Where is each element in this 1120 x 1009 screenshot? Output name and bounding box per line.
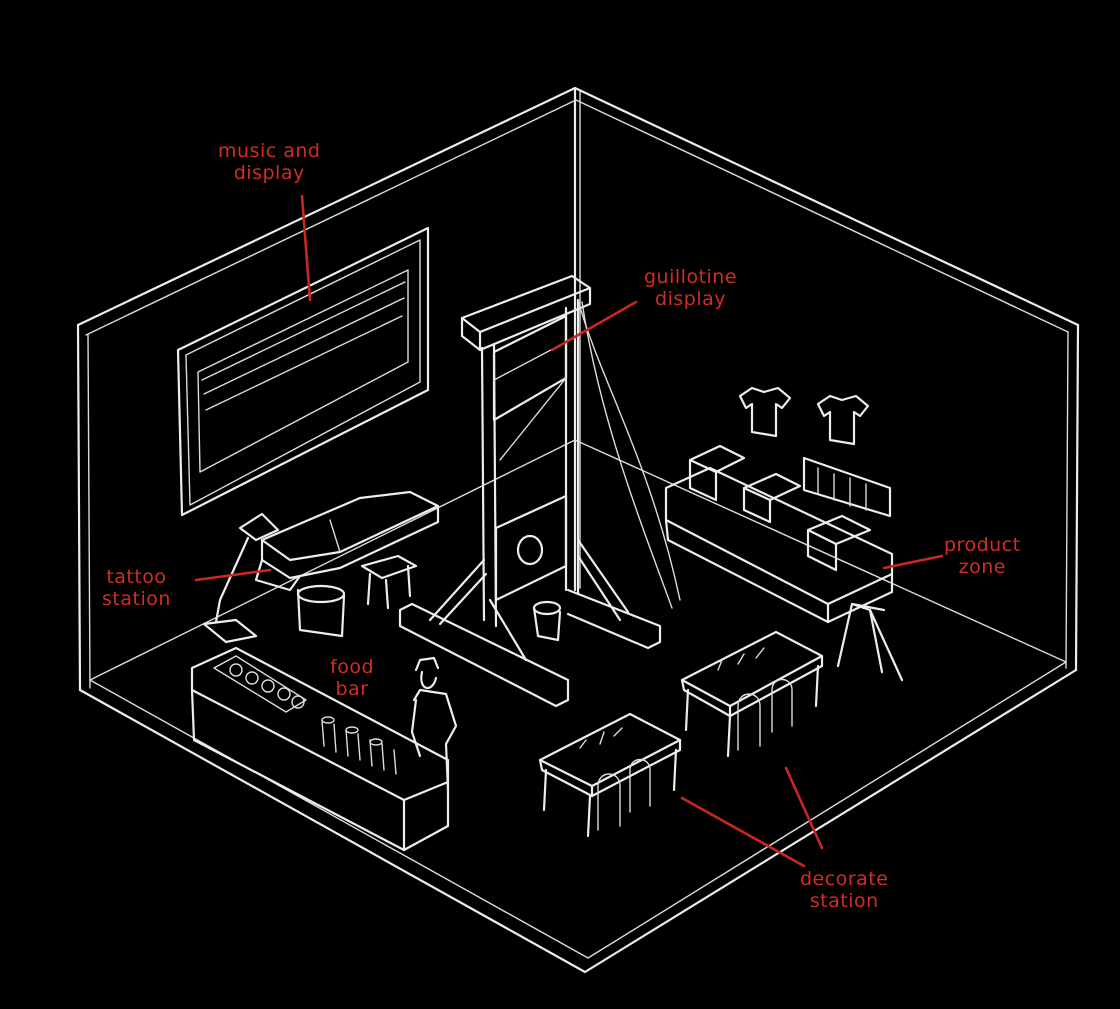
window-screen (176, 226, 430, 517)
label-tattoo-line2: station (102, 588, 171, 610)
label-decorate-station: decorate station (800, 868, 888, 912)
guillotine (398, 274, 681, 708)
label-guillotine-line1: guillotine (644, 266, 738, 288)
label-music-line2: display (233, 162, 305, 184)
room-walls (76, 86, 1080, 974)
label-product-line2: zone (958, 556, 1006, 578)
label-music-and-display: music and display (218, 140, 320, 184)
label-product-zone: product zone (944, 534, 1021, 578)
label-decorate-line1: decorate (800, 868, 889, 890)
label-product-line1: product (944, 534, 1021, 556)
label-tattoo-station: tattoo station (102, 566, 171, 610)
label-food-line2: bar (335, 678, 369, 700)
label-guillotine-line2: display (655, 288, 726, 310)
decorate-station-tables (538, 630, 824, 838)
label-tattoo-line1: tattoo (106, 566, 167, 588)
label-decorate-line2: station (809, 890, 879, 912)
label-music-line1: music and (218, 140, 321, 162)
tattoo-chair-and-lamp (202, 490, 440, 644)
product-zone-table (664, 386, 904, 682)
label-guillotine-display: guillotine display (644, 266, 737, 310)
food-bar-counter (190, 646, 458, 852)
label-food-bar: food bar (330, 656, 374, 700)
annotation-leaders (194, 194, 944, 868)
label-food-line1: food (330, 656, 374, 678)
